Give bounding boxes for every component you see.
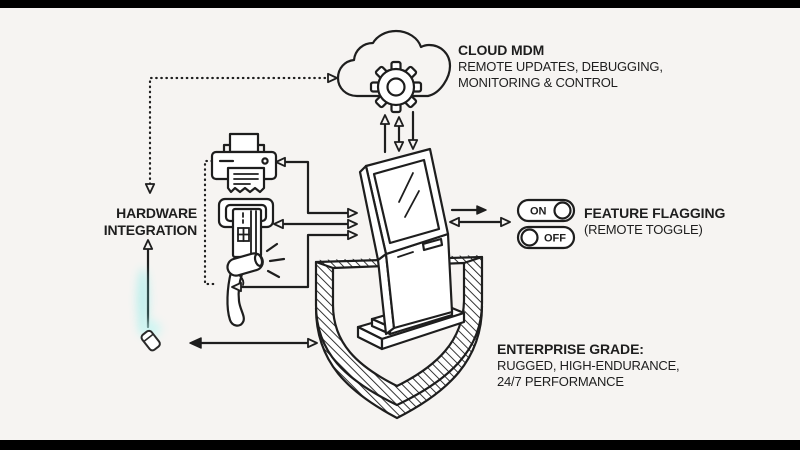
card-reader-kiosk-link	[273, 218, 358, 230]
scanner-kiosk-link	[231, 229, 358, 293]
card-reader-icon	[217, 197, 275, 259]
cloud-mdm-label: CLOUD MDM REMOTE UPDATES, DEBUGGING, MON…	[458, 42, 663, 91]
gear-icon	[369, 60, 423, 114]
kiosk-illustration	[356, 147, 466, 351]
feature-flagging-title: FEATURE FLAGGING	[584, 205, 726, 221]
enterprise-grade-label: ENTERPRISE GRADE: RUGGED, HIGH-ENDURANCE…	[497, 341, 680, 390]
cloud-mdm-title: CLOUD MDM	[458, 42, 545, 58]
feature-flagging-subtitle: (REMOTE TOGGLE)	[584, 222, 703, 237]
toggle-on-label: ON	[530, 206, 547, 218]
kiosk-toggle-arrows	[449, 205, 511, 228]
letterbox-top	[0, 0, 800, 8]
printer-kiosk-link	[275, 156, 358, 219]
hardware-to-cloud-dotted-link	[144, 72, 338, 194]
shield-to-marker-arrow	[189, 337, 318, 349]
enterprise-grade-desc-2: 24/7 PERFORMANCE	[497, 374, 624, 389]
feature-flagging-label: FEATURE FLAGGING (REMOTE TOGGLE)	[584, 205, 725, 238]
toggle-on: ON	[516, 198, 576, 223]
enterprise-grade-desc-1: RUGGED, HIGH-ENDURANCE,	[497, 358, 680, 373]
hardware-integration-label: HARDWARE INTEGRATION	[84, 205, 197, 239]
enterprise-grade-title: ENTERPRISE GRADE:	[497, 341, 644, 357]
cloud-mdm-desc-2: MONITORING & CONTROL	[458, 75, 618, 90]
toggle-off-label: OFF	[544, 233, 566, 245]
cloud-mdm-desc-1: REMOTE UPDATES, DEBUGGING,	[458, 59, 663, 74]
barcode-scanner-icon	[226, 242, 286, 327]
hardware-integration-line-1: HARDWARE	[116, 205, 197, 221]
marker-pen-icon	[140, 329, 161, 352]
cloud-kiosk-arrows	[379, 110, 419, 154]
hardware-integration-line-2: INTEGRATION	[103, 222, 197, 238]
toggle-off: OFF	[516, 225, 576, 250]
cloud-gear-icon	[336, 29, 452, 114]
printer-icon	[210, 132, 278, 194]
letterbox-bottom	[0, 440, 800, 450]
